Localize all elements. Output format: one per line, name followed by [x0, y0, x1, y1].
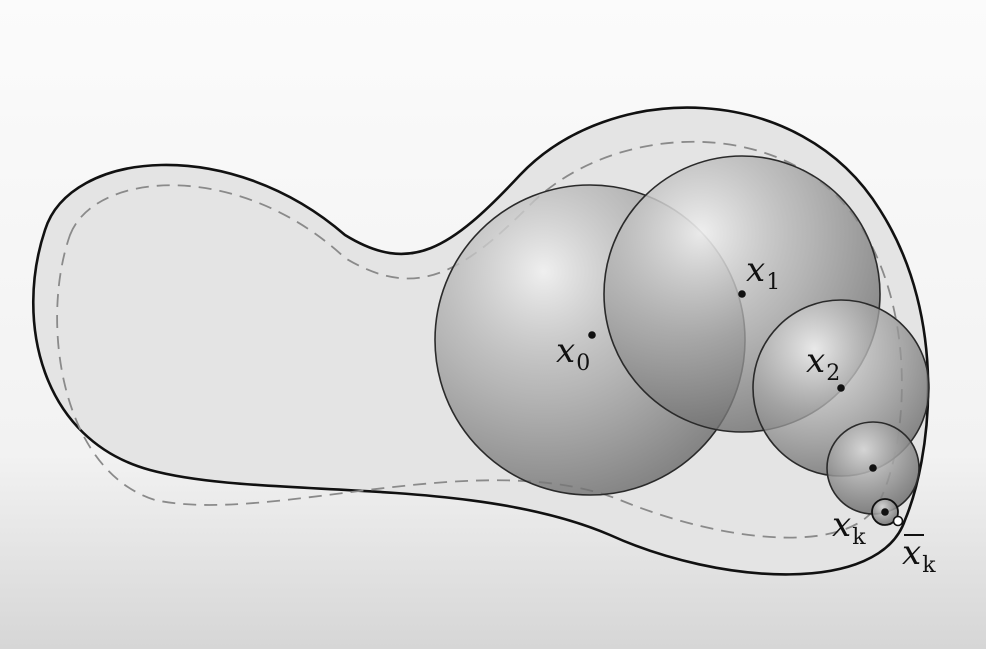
label-x0: x0: [556, 331, 590, 376]
point-xbar-k: [892, 515, 904, 527]
point-xk: [881, 508, 889, 516]
label-xbar-k: xk: [902, 533, 936, 578]
point-x2: [837, 384, 845, 392]
point-x3: [869, 464, 877, 472]
point-x0: [588, 331, 596, 339]
label-xk: xk: [832, 505, 866, 550]
label-x1: x1: [746, 250, 780, 295]
point-x1: [738, 290, 746, 298]
label-x2: x2: [806, 341, 840, 386]
